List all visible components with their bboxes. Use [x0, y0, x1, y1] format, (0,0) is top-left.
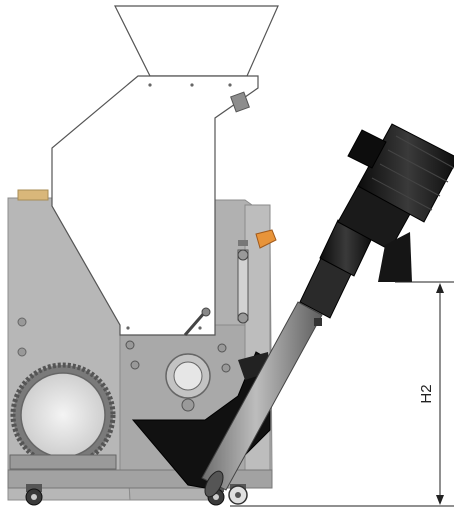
screw-conveyor	[201, 219, 373, 498]
motor-support	[378, 232, 412, 282]
top-pad	[17, 189, 49, 201]
hopper-funnel	[114, 5, 279, 77]
dimension-arrow-bottom	[436, 495, 444, 505]
hopper-latch	[230, 91, 250, 113]
drive-motor	[337, 123, 454, 282]
dimension-arrow-top	[436, 283, 444, 293]
dimension-label: H2	[418, 384, 435, 403]
drive-pulley	[9, 362, 117, 470]
orange-knob	[255, 229, 277, 249]
rotor-housing	[17, 317, 231, 412]
height-dimension: H2	[230, 281, 454, 507]
motor-terminal-box	[347, 129, 387, 169]
feed-hopper	[51, 5, 279, 336]
hopper-handle	[183, 311, 207, 336]
side-linkage	[237, 240, 249, 324]
